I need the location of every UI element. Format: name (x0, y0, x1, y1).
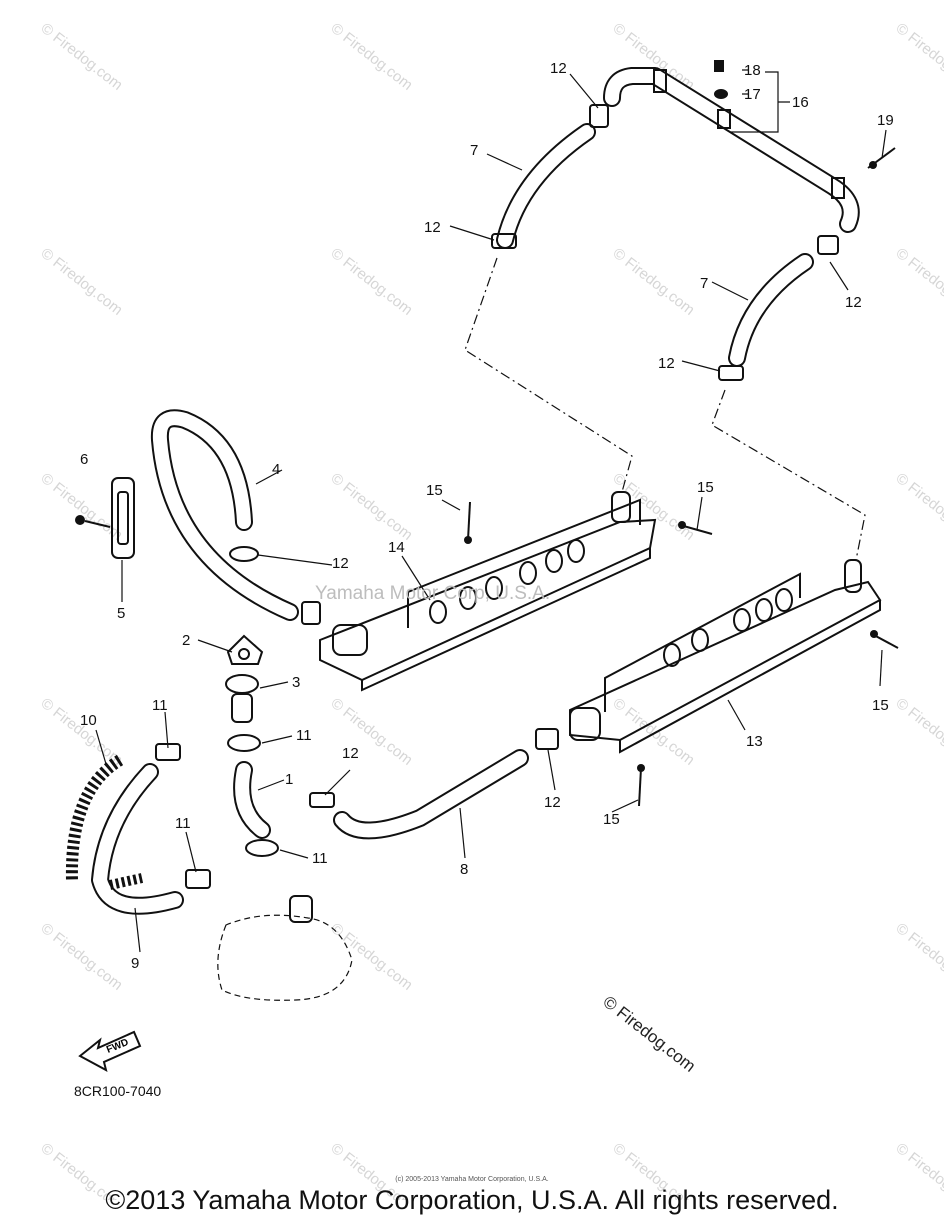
callout-12: 12 (845, 294, 862, 311)
center-watermark: Yamaha Motor Corp, U.S.A. (315, 583, 551, 604)
hose-clamp (589, 104, 609, 128)
hose-clamp (309, 792, 335, 808)
bracket-5 (111, 477, 135, 559)
copyright-notice: ©2013 Yamaha Motor Corporation, U.S.A. A… (105, 1185, 839, 1215)
watermark: © Firedog.com (328, 245, 416, 319)
callout-3: 3 (292, 674, 300, 691)
hose-7-right (728, 253, 814, 367)
callout-8: 8 (460, 861, 468, 878)
connection-lines (464, 257, 866, 561)
watermark: © Firedog.com (38, 695, 126, 769)
bolt-6 (75, 515, 111, 528)
callout-12: 12 (424, 219, 441, 236)
callout-7: 7 (470, 142, 478, 159)
callout-11: 11 (296, 727, 312, 744)
callout-5: 5 (117, 605, 125, 622)
heat-exchanger-13 (569, 559, 882, 754)
callout-12: 12 (658, 355, 675, 372)
callout-19: 19 (877, 112, 894, 129)
clamp-12-upper (229, 546, 259, 562)
pipe-collar (831, 177, 845, 199)
washer-17 (714, 89, 728, 99)
callout-2: 2 (182, 632, 190, 649)
watermark: © Firedog.com (328, 470, 416, 544)
rivet-19 (867, 147, 896, 169)
callout-6: 6 (80, 451, 88, 468)
hose-9 (91, 763, 184, 915)
watermark: © Firedog.com (893, 920, 944, 994)
watermark: © Firedog.com (38, 920, 126, 994)
callout-1: 1 (285, 771, 293, 788)
thermostat-cover-2 (226, 634, 264, 665)
clamps-12 (301, 104, 839, 808)
watermark: © Firedog.com (893, 20, 944, 94)
heat-exchanger-14 (319, 491, 657, 692)
watermark: © Firedog.com (610, 245, 698, 319)
callout-11: 11 (152, 697, 168, 714)
callout-16: 16 (792, 94, 809, 111)
callout-14: 14 (388, 539, 405, 556)
callout-7: 7 (700, 275, 708, 292)
hose-clamp (301, 601, 321, 625)
hose-7-left (496, 123, 596, 249)
hose-clamp (535, 728, 559, 750)
hose-clamp (491, 233, 517, 249)
callout-12: 12 (332, 555, 349, 572)
hose-1 (233, 761, 271, 839)
diagram-code: 8CR100-7040 (74, 1083, 162, 1099)
hose-4 (150, 409, 299, 621)
callout-12: 12 (544, 794, 561, 811)
callout-11: 11 (312, 850, 328, 867)
watermark: © Firedog.com (328, 20, 416, 94)
watermark: © Firedog.com (38, 20, 126, 94)
small-copyright: (c) 2005-2013 Yamaha Motor Corporation, … (395, 1176, 549, 1183)
callouts: 12 7 12 7 12 12 18 17 16 19 15 15 14 15 … (80, 60, 894, 972)
hose-8 (333, 749, 529, 840)
leader-lines (95, 69, 887, 953)
callout-12: 12 (342, 745, 359, 762)
callout-17: 17 (744, 86, 761, 103)
callout-15: 15 (426, 482, 443, 499)
watermark: © Firedog.com (38, 245, 126, 319)
engine-outline (217, 895, 353, 1001)
clamps-11 (155, 734, 279, 889)
callout-4: 4 (272, 461, 280, 478)
hose-clamp (817, 235, 839, 255)
rivets-15 (464, 501, 899, 807)
callout-12: 12 (550, 60, 567, 77)
callout-15: 15 (697, 479, 714, 496)
fwd-arrow: FWD (78, 1030, 142, 1072)
bolt-18 (714, 60, 724, 72)
pipe-nipple (717, 109, 731, 129)
thermostat-3 (225, 674, 259, 723)
pipe-collar (653, 69, 667, 93)
callout-15: 15 (603, 811, 620, 828)
watermark: © Firedog.com (893, 470, 944, 544)
watermark: © Firedog.com (893, 695, 944, 769)
callout-18: 18 (744, 62, 761, 79)
callout-9: 9 (131, 955, 139, 972)
callout-15: 15 (872, 697, 889, 714)
hose-10 (65, 754, 124, 881)
watermark: © Firedog.com (893, 245, 944, 319)
callout-13: 13 (746, 733, 763, 750)
watermark: © Firedog.com (328, 695, 416, 769)
cross-pipe (603, 67, 860, 233)
hose-clamp (718, 365, 744, 381)
callout-11: 11 (175, 815, 191, 832)
watermark-layer: © Firedog.com © Firedog.com © Firedog.co… (38, 20, 944, 1200)
callout-10: 10 (80, 712, 97, 729)
